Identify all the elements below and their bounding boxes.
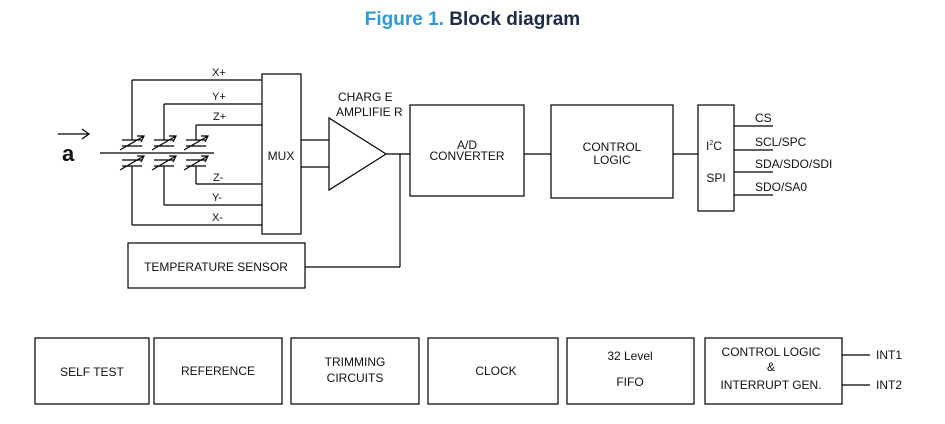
control-interrupt-label-3: INTERRUPT GEN.: [720, 378, 821, 392]
control-logic-interrupt-block: [704, 337, 843, 405]
clock-label: CLOCK: [475, 364, 516, 378]
axis-label-y-minus: Y-: [212, 192, 222, 204]
temperature-sensor-block: [127, 242, 306, 289]
axis-label-x-plus: X+: [212, 67, 226, 79]
adc-block: [409, 104, 525, 197]
fifo-block: [566, 337, 695, 405]
control-interrupt-label-1: CONTROL LOGIC: [722, 345, 821, 359]
trimming-circuits-block: [290, 337, 420, 405]
fifo-label-1: 32 Level: [607, 349, 652, 363]
pin-sdo-sa0: SDO/SA0: [755, 180, 807, 194]
pin-cs: CS: [755, 111, 772, 125]
figure-title: Block diagram: [449, 9, 581, 30]
charge-amplifier-triangle: [328, 116, 388, 192]
axis-label-z-minus: Z-: [213, 172, 224, 184]
capacitor-z-icon: [183, 135, 209, 171]
adc-label-2: CONVERTER: [429, 149, 504, 163]
serial-interface-block: [697, 104, 735, 212]
adc-label-1: A/D: [457, 138, 477, 152]
axis-label-y-plus: Y+: [212, 91, 226, 103]
sensing-capacitors: [119, 135, 209, 171]
figure-number: Figure 1.: [364, 9, 444, 30]
control-logic-block: [550, 104, 674, 199]
axis-label-x-minus: X-: [212, 212, 223, 224]
figure-caption: Figure 1. Block diagram: [0, 9, 945, 31]
trimming-label-1: TRIMMING: [325, 355, 386, 369]
reference-label: REFERENCE: [181, 364, 255, 378]
trimming-label-2: CIRCUITS: [327, 371, 384, 385]
self-test-block: [34, 337, 150, 405]
int2-label: INT2: [876, 378, 902, 392]
pin-scl-spc: SCL/SPC: [755, 135, 807, 149]
charge-amplifier-label-2: AMPLIFIE R: [336, 105, 403, 119]
axis-label-z-plus: Z+: [213, 111, 226, 123]
clock-block: [427, 337, 559, 405]
i2c-label: I2C: [706, 139, 722, 153]
temperature-sensor-label: TEMPERATURE SENSOR: [144, 260, 288, 274]
control-logic-label-1: CONTROL: [583, 140, 642, 154]
mux-block: [261, 73, 302, 235]
reference-block: [153, 337, 283, 405]
charge-amplifier-label-1: CHARG E: [338, 90, 393, 104]
spi-label: SPI: [706, 171, 725, 185]
mux-label: MUX: [268, 149, 295, 163]
pin-sda-sdo-sdi: SDA/SDO/SDI: [755, 157, 832, 171]
capacitor-x-icon: [119, 135, 145, 171]
input-vector-arrowhead: [81, 128, 91, 140]
input-acceleration-symbol: a: [62, 141, 75, 166]
int1-label: INT1: [876, 348, 902, 362]
self-test-label: SELF TEST: [60, 365, 124, 379]
capacitor-y-icon: [151, 135, 177, 171]
control-logic-label-2: LOGIC: [593, 153, 631, 167]
control-interrupt-label-2: &: [767, 360, 775, 374]
fifo-label-2: FIFO: [616, 375, 643, 389]
